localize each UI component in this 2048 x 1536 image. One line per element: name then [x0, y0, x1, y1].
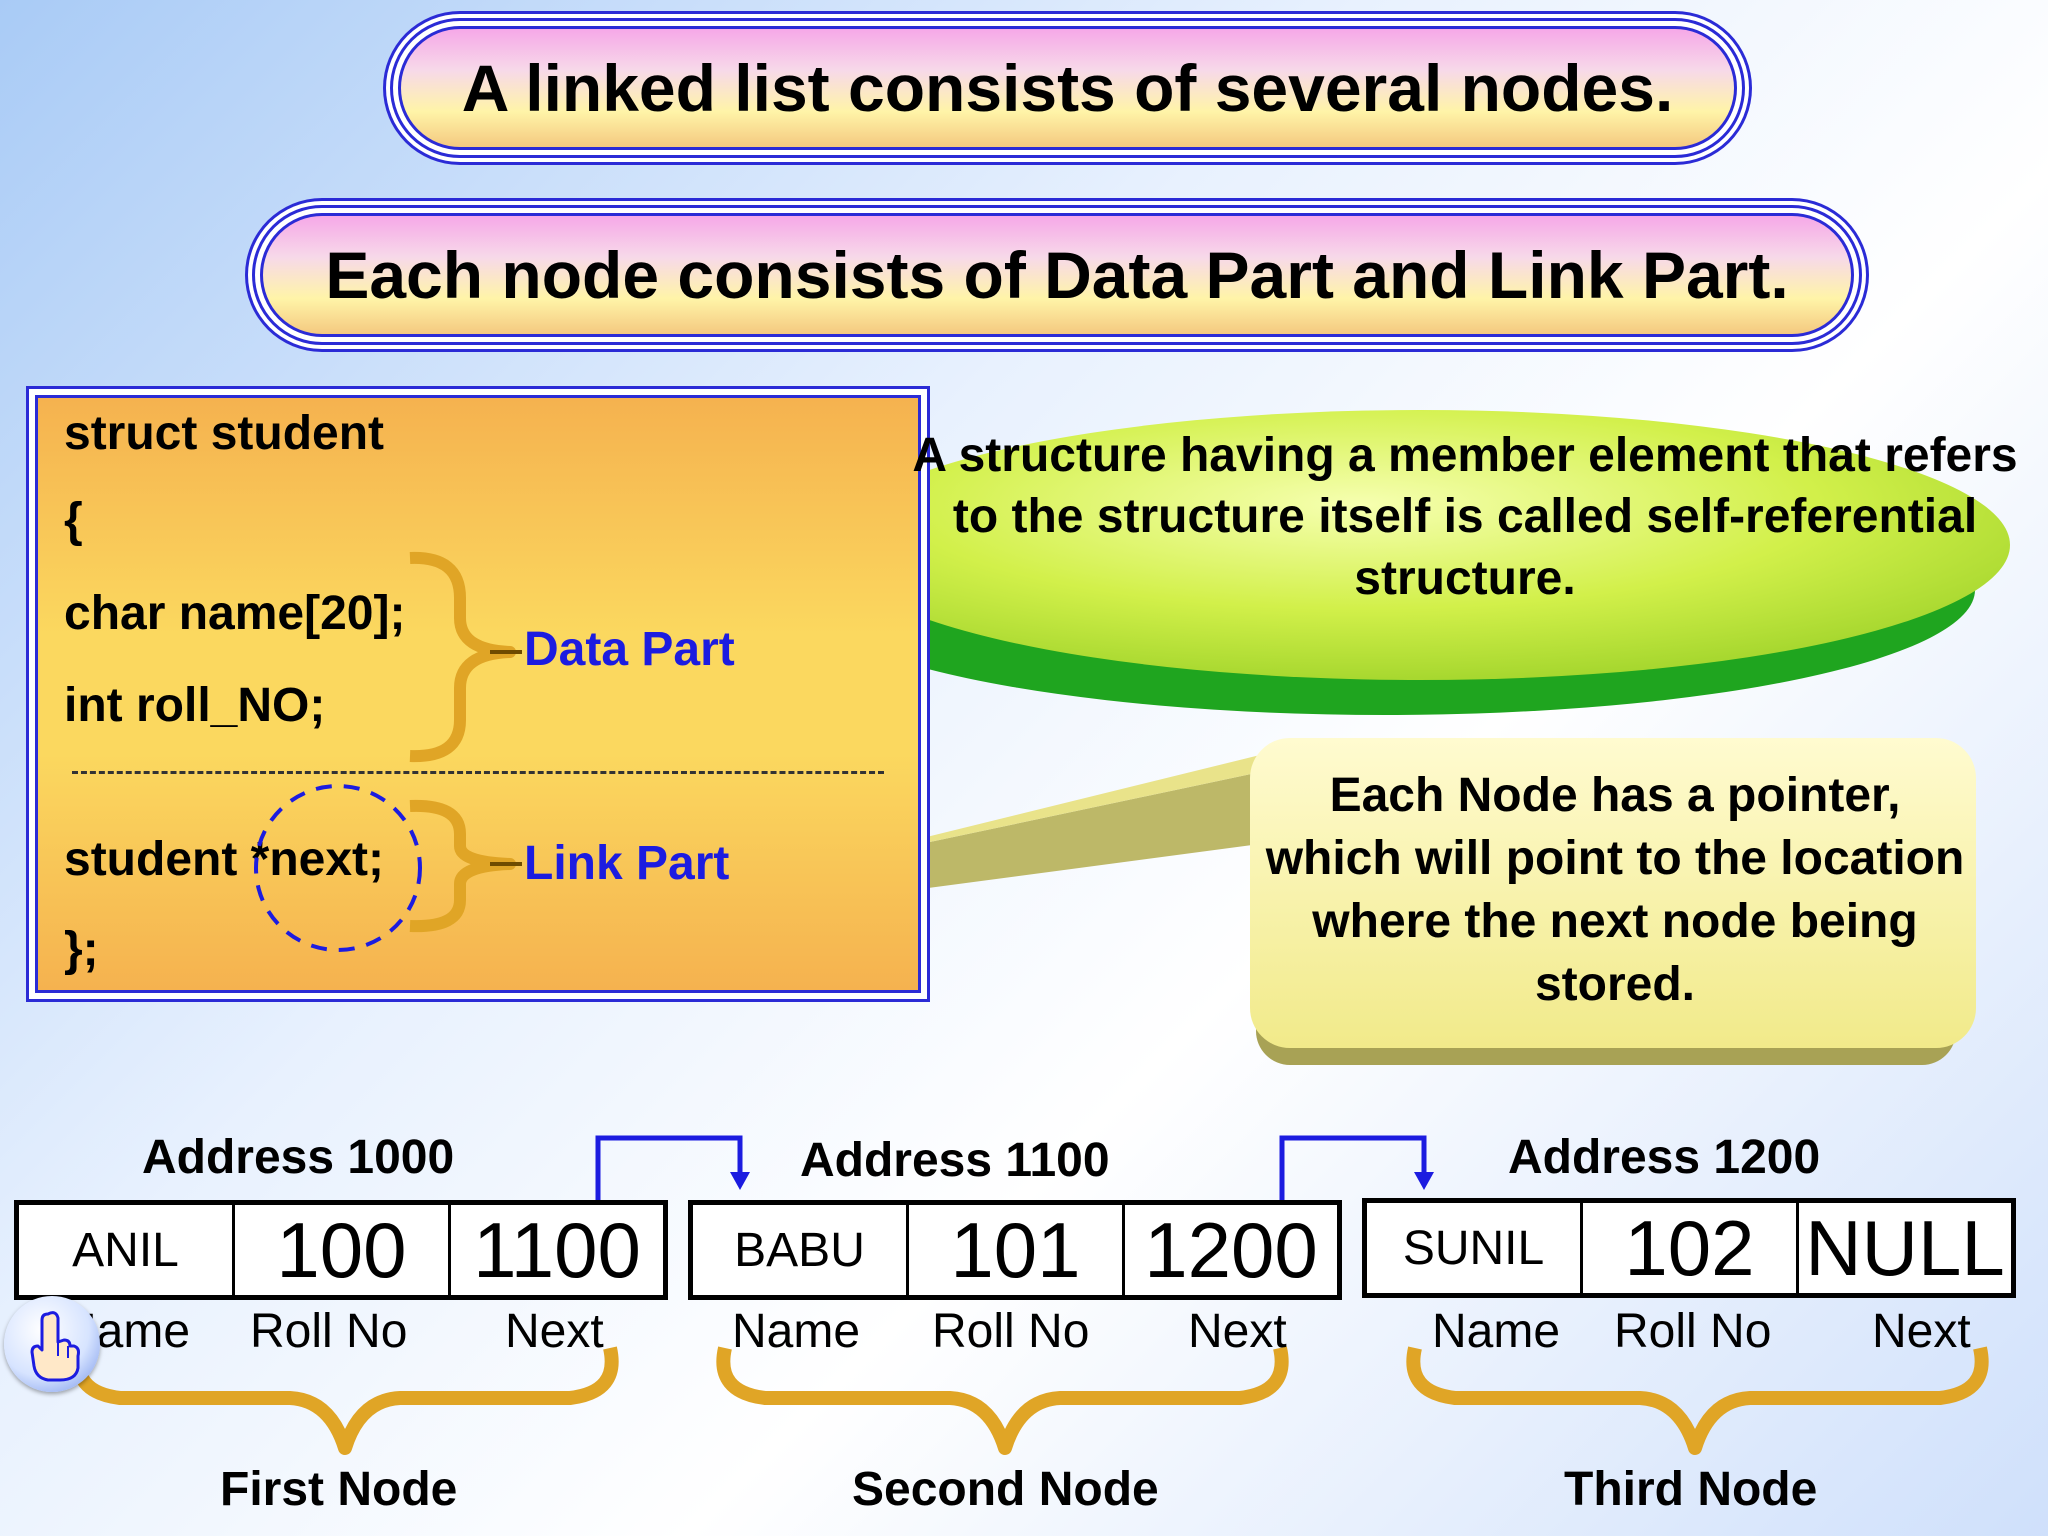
node3-name-label: Name [1432, 1305, 1561, 1358]
pointer-note-text: Each Node has a pointer, which will poin… [1265, 769, 1965, 1011]
data-part-brace [409, 551, 516, 763]
node1-address: Address 1000 [142, 1131, 455, 1184]
code-line-close-brace: }; [64, 923, 99, 976]
node-parts-banner: Each node consists of Data Part and Link… [252, 205, 1862, 345]
linked-list-banner: A linked list consists of several nodes. [390, 18, 1745, 158]
node3-next-label: Next [1872, 1305, 1971, 1358]
third-node-label: Third Node [1564, 1463, 1818, 1516]
data-part-label: Data Part [524, 623, 735, 676]
struct-code-box: struct student { char name[20]; int roll… [26, 386, 930, 1002]
self-referential-text: A structure having a member element that… [912, 429, 2018, 605]
node2-name: BABU [693, 1205, 909, 1295]
node1-next: 1100 [473, 1205, 641, 1294]
node3-name: SUNIL [1367, 1203, 1583, 1293]
node2-next-label: Next [1188, 1305, 1287, 1358]
banner-title-2: Each node consists of Data Part and Link… [260, 213, 1854, 337]
node2-box: BABU 101 1200 [688, 1200, 1342, 1300]
second-node-label: Second Node [852, 1463, 1159, 1516]
node3-box: SUNIL 102 NULL [1362, 1198, 2016, 1298]
node2-address: Address 1100 [800, 1134, 1110, 1187]
node3-roll-label: Roll No [1614, 1305, 1772, 1358]
banner-title-1: A linked list consists of several nodes. [398, 26, 1737, 150]
node1-roll-label: Roll No [250, 1305, 408, 1358]
node1-next-label: Next [505, 1305, 604, 1358]
code-line-struct: struct student [64, 407, 385, 460]
code-line-open-brace: { [64, 494, 83, 547]
code-line-name: char name[20]; [64, 587, 406, 640]
code-line-roll: int roll_NO; [64, 679, 326, 732]
code-line-next: student *next; [64, 833, 385, 886]
first-node-brace [71, 1346, 619, 1455]
link-part-label: Link Part [524, 837, 730, 890]
link-part-brace [409, 799, 516, 933]
link-arrow-2 [1279, 1135, 1427, 1218]
second-node-brace [716, 1346, 1289, 1455]
third-node-brace [1406, 1346, 1989, 1455]
node2-next: 1200 [1144, 1205, 1318, 1294]
node1-roll-no: 100 [235, 1205, 451, 1295]
node3-address: Address 1200 [1508, 1131, 1821, 1184]
node2-roll-no: 101 [909, 1205, 1125, 1295]
code-divider [72, 771, 884, 774]
node2-roll-label: Roll No [932, 1305, 1090, 1358]
node3-roll-no: 102 [1583, 1203, 1799, 1293]
node2-name-label: Name [732, 1305, 861, 1358]
node1-name: ANIL [19, 1205, 235, 1295]
pointing-hand-icon[interactable] [4, 1296, 100, 1392]
node3-next: NULL [1805, 1203, 2005, 1292]
pointer-highlight-circle [254, 784, 422, 952]
first-node-label: First Node [220, 1463, 458, 1516]
node1-box: ANIL 100 1100 [14, 1200, 668, 1300]
link-arrow-1 [595, 1135, 743, 1218]
